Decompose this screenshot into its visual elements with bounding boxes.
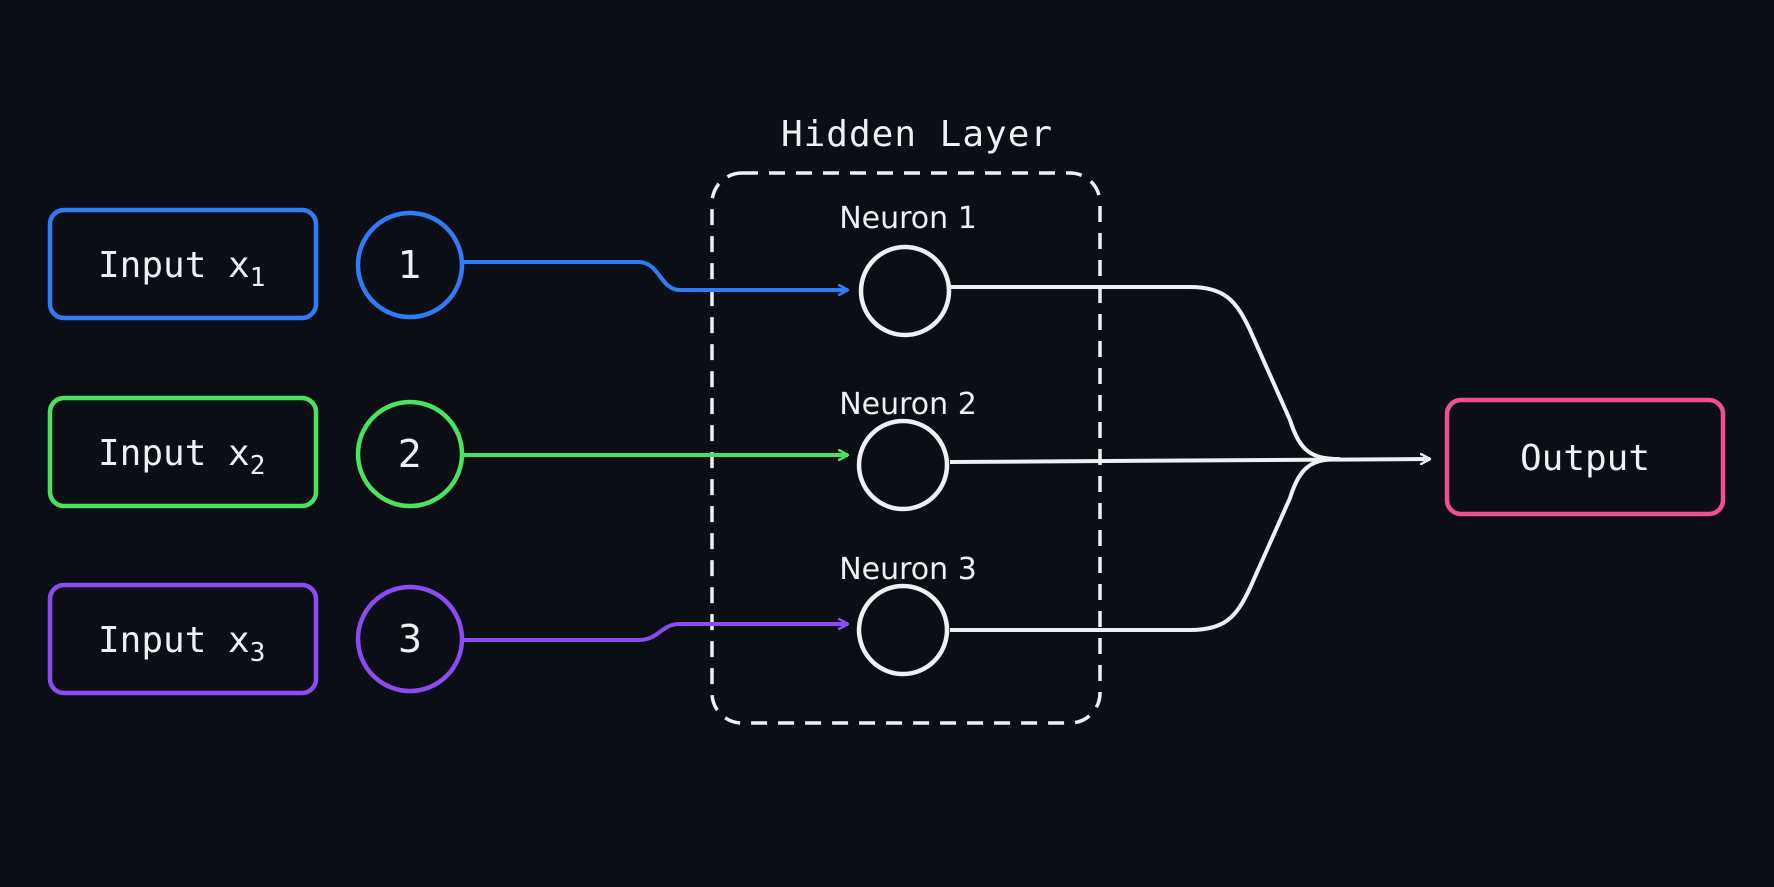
svg-text:Input x2: Input x2 bbox=[98, 433, 265, 481]
input-label: Input x bbox=[98, 433, 250, 474]
neuron-1 bbox=[858, 244, 952, 338]
svg-text:Input x1: Input x1 bbox=[98, 245, 265, 293]
input-subscript: 2 bbox=[250, 451, 266, 481]
input-label: Input x bbox=[98, 620, 250, 661]
input-label: Input x bbox=[98, 245, 250, 286]
connector-neuron-3 bbox=[950, 457, 1341, 632]
input-box-2: Input x2 bbox=[47, 395, 319, 509]
input-box-3: Input x3 bbox=[47, 582, 319, 696]
svg-text:3: 3 bbox=[398, 617, 422, 661]
connector-input-1 bbox=[462, 260, 848, 290]
neuron-label-2: Neuron 2 bbox=[839, 387, 977, 422]
hidden-layer-title: Hidden Layer bbox=[781, 114, 1053, 155]
input-subscript: 3 bbox=[250, 638, 266, 668]
output-box: Output bbox=[1444, 397, 1726, 517]
input-node-1: 1 bbox=[355, 210, 465, 320]
svg-text:2: 2 bbox=[398, 432, 422, 476]
output-label: Output bbox=[1520, 438, 1650, 479]
input-box-1: Input x1 bbox=[47, 207, 319, 321]
neuron-3 bbox=[856, 583, 950, 677]
input-node-2: 2 bbox=[355, 399, 465, 509]
hidden-layer-box bbox=[710, 171, 1102, 725]
input-node-3: 3 bbox=[355, 584, 465, 694]
neuron-label-1: Neuron 1 bbox=[839, 201, 977, 236]
connector-neuron-2 bbox=[949, 459, 1430, 462]
input-subscript: 1 bbox=[250, 263, 266, 293]
connector-input-3 bbox=[462, 624, 848, 642]
neuron-label-3: Neuron 3 bbox=[839, 552, 977, 587]
svg-text:1: 1 bbox=[398, 243, 422, 287]
svg-text:Input x3: Input x3 bbox=[98, 620, 265, 668]
connector-neuron-1 bbox=[950, 285, 1341, 461]
neuron-2 bbox=[856, 418, 950, 512]
